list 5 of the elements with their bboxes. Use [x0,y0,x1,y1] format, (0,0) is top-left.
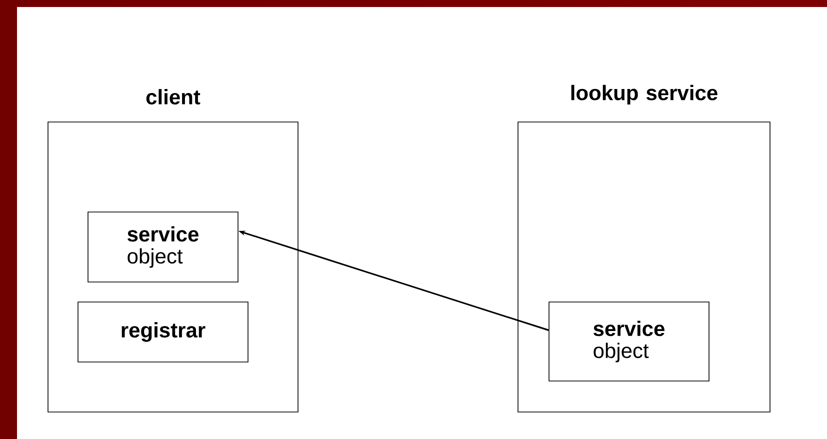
node-label: client [146,89,200,104]
node-label: lookup service [571,84,718,104]
registrar-box: registrar [78,302,248,362]
object-box: service object [88,212,238,282]
object-box: service object [548,302,710,382]
